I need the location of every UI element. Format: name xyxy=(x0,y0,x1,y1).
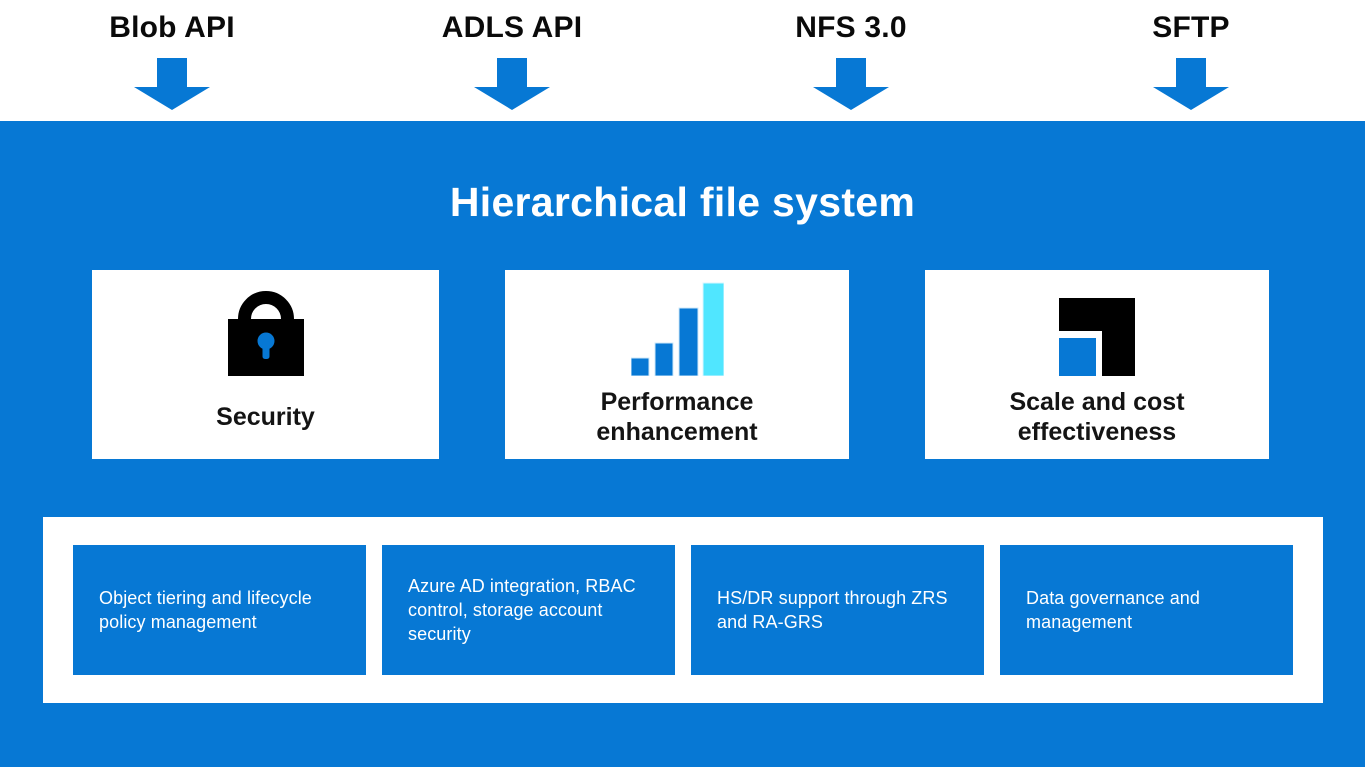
grow-squares-icon xyxy=(1059,282,1135,376)
api-label-nfs: NFS 3.0 xyxy=(795,11,907,44)
api-column-nfs: NFS 3.0 xyxy=(751,0,951,110)
api-label-adls: ADLS API xyxy=(441,11,583,44)
feature-text: Object tiering and lifecycle policy mana… xyxy=(99,587,312,632)
bar-chart-icon xyxy=(630,282,724,376)
api-label-sftp: SFTP xyxy=(1152,11,1230,44)
feature-text: Azure AD integration, RBAC control, stor… xyxy=(408,575,636,645)
down-arrow-icon xyxy=(474,58,550,110)
card-label: Security xyxy=(216,402,315,431)
lock-icon xyxy=(227,282,304,376)
card-label: Performance enhancement xyxy=(596,388,758,446)
feature-text: Data governance and management xyxy=(1026,587,1201,632)
down-arrow-icon xyxy=(134,58,210,110)
panel-title: Hierarchical file system xyxy=(449,179,916,225)
feature-box-governance: Data governance and management xyxy=(1000,545,1293,675)
card-label: Scale and cost effectiveness xyxy=(1009,388,1185,446)
api-column-blob: Blob API xyxy=(72,0,272,110)
feature-box-tiering: Object tiering and lifecycle policy mana… xyxy=(73,545,366,675)
api-label-blob: Blob API xyxy=(109,11,235,44)
capability-card-scale: Scale and cost effectiveness xyxy=(925,270,1269,459)
feature-box-hsdr: HS/DR support through ZRS and RA-GRS xyxy=(691,545,984,675)
capability-card-security: Security xyxy=(92,270,439,459)
capability-card-performance: Performance enhancement xyxy=(505,270,849,459)
api-column-adls: ADLS API xyxy=(412,0,612,110)
api-column-sftp: SFTP xyxy=(1091,0,1291,110)
down-arrow-icon xyxy=(1153,58,1229,110)
down-arrow-icon xyxy=(813,58,889,110)
feature-box-security: Azure AD integration, RBAC control, stor… xyxy=(382,545,675,675)
feature-text: HS/DR support through ZRS and RA-GRS xyxy=(717,587,948,632)
